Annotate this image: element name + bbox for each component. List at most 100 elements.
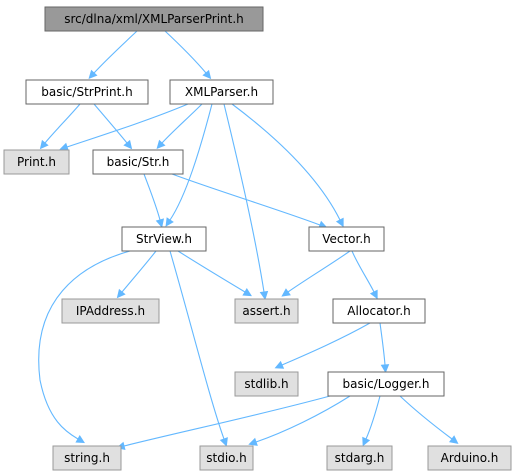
edge-line (287, 250, 351, 293)
edge-str-to-vector (171, 173, 328, 229)
node-root[interactable]: src/dlna/xml/XMLParserPrint.h (44, 6, 264, 32)
node-label: stdio.h (206, 451, 246, 465)
arrowhead-icon (369, 289, 378, 300)
edge-strview-to-ipaddress (116, 250, 157, 299)
arrowhead-icon (281, 288, 291, 297)
node-ipaddress: IPAddress.h (61, 298, 160, 324)
node-box (308, 226, 385, 252)
edge-line (171, 173, 321, 226)
node-box (92, 149, 184, 175)
edge-allocator-to-logger (379, 322, 390, 374)
node-box (3, 149, 70, 175)
node-label: XMLParser.h (185, 85, 258, 99)
edge-strview-to-string (38, 250, 131, 444)
arrowhead-icon (248, 437, 258, 446)
arrowhead-icon (59, 142, 69, 151)
node-box (199, 445, 254, 471)
edge-logger-to-arduino (399, 395, 459, 444)
edge-line (169, 103, 213, 221)
node-box (169, 79, 274, 105)
edge-line (351, 250, 375, 293)
edge-line (121, 250, 157, 293)
node-allocator[interactable]: Allocator.h (332, 298, 426, 324)
node-box (52, 445, 122, 471)
node-label: Print.h (17, 155, 56, 169)
arrowhead-icon (75, 435, 86, 444)
arrowhead-icon (202, 69, 212, 80)
arrowhead-icon (39, 139, 49, 150)
arrowhead-icon (165, 217, 174, 227)
node-assert: assert.h (234, 298, 299, 324)
edge-line (38, 250, 131, 440)
edge-vector-to-allocator (351, 250, 378, 300)
edge-line (223, 103, 265, 293)
node-label: src/dlna/xml/XMLParserPrint.h (64, 12, 244, 26)
node-box (25, 79, 149, 105)
edge-line (93, 103, 128, 144)
arrowhead-icon (116, 288, 126, 299)
node-label: basic/Str.h (107, 155, 170, 169)
edge-line (93, 30, 138, 74)
arrowhead-icon (335, 217, 344, 228)
node-box (61, 298, 160, 324)
arrowhead-icon (362, 436, 371, 447)
node-xmlparser[interactable]: XMLParser.h (169, 79, 274, 105)
edge-line (281, 322, 371, 366)
edge-str-to-strview (143, 173, 165, 228)
nodes-layer: src/dlna/xml/XMLParserPrint.h basic/StrPr… (3, 6, 512, 471)
node-box (234, 298, 299, 324)
edge-vector-to-assert (281, 250, 351, 297)
edge-logger-to-stdarg (362, 395, 381, 447)
arrowhead-icon (449, 435, 459, 444)
edge-strview-to-assert (177, 250, 252, 297)
edge-line (143, 173, 161, 221)
node-print: Print.h (3, 149, 70, 175)
node-logger[interactable]: basic/Logger.h (327, 371, 445, 397)
node-label: Allocator.h (347, 304, 410, 318)
arrowhead-icon (259, 290, 269, 301)
edge-logger-to-stdio (248, 395, 351, 446)
edge-line (379, 322, 386, 366)
node-box (327, 371, 445, 397)
edge-line (255, 395, 351, 443)
arrowhead-icon (219, 437, 228, 447)
node-strprint[interactable]: basic/StrPrint.h (25, 79, 149, 105)
arrowhead-icon (156, 139, 166, 150)
node-stdlib: stdlib.h (234, 371, 299, 397)
edge-line (365, 395, 381, 440)
arrowhead-icon (155, 218, 165, 228)
node-str[interactable]: basic/Str.h (92, 149, 184, 175)
edge-xmlparser-to-print (59, 103, 189, 151)
edge-root-to-strprint (88, 30, 138, 79)
node-label: basic/StrPrint.h (41, 85, 132, 99)
node-label: string.h (64, 451, 110, 465)
node-string: string.h (52, 445, 122, 471)
edge-root-to-xmlparser (164, 30, 212, 80)
edge-xmlparser-to-assert (223, 103, 269, 301)
node-label: stdarg.h (335, 451, 385, 465)
edge-strprint-to-print (39, 103, 81, 150)
node-box (44, 6, 264, 32)
node-strview[interactable]: StrView.h (121, 226, 207, 252)
edge-allocator-to-stdlib (274, 322, 371, 369)
node-label: basic/Logger.h (343, 377, 430, 391)
arrowhead-icon (242, 288, 252, 297)
node-label: stdlib.h (244, 377, 288, 391)
node-label: Arduino.h (441, 451, 499, 465)
edge-xmlparser-to-vector (231, 103, 344, 228)
node-label: StrView.h (136, 232, 192, 246)
node-label: Vector.h (322, 232, 371, 246)
node-vector[interactable]: Vector.h (308, 226, 385, 252)
node-box (427, 445, 512, 471)
edge-xmlparser-to-str (156, 103, 203, 150)
node-stdio: stdio.h (199, 445, 254, 471)
node-box (121, 226, 207, 252)
edge-line (231, 103, 341, 221)
arrowhead-icon (274, 360, 285, 369)
node-box (326, 445, 393, 471)
edge-line (177, 250, 246, 293)
node-box (234, 371, 299, 397)
node-arduino: Arduino.h (427, 445, 512, 471)
edge-strview-to-stdio (169, 250, 228, 447)
